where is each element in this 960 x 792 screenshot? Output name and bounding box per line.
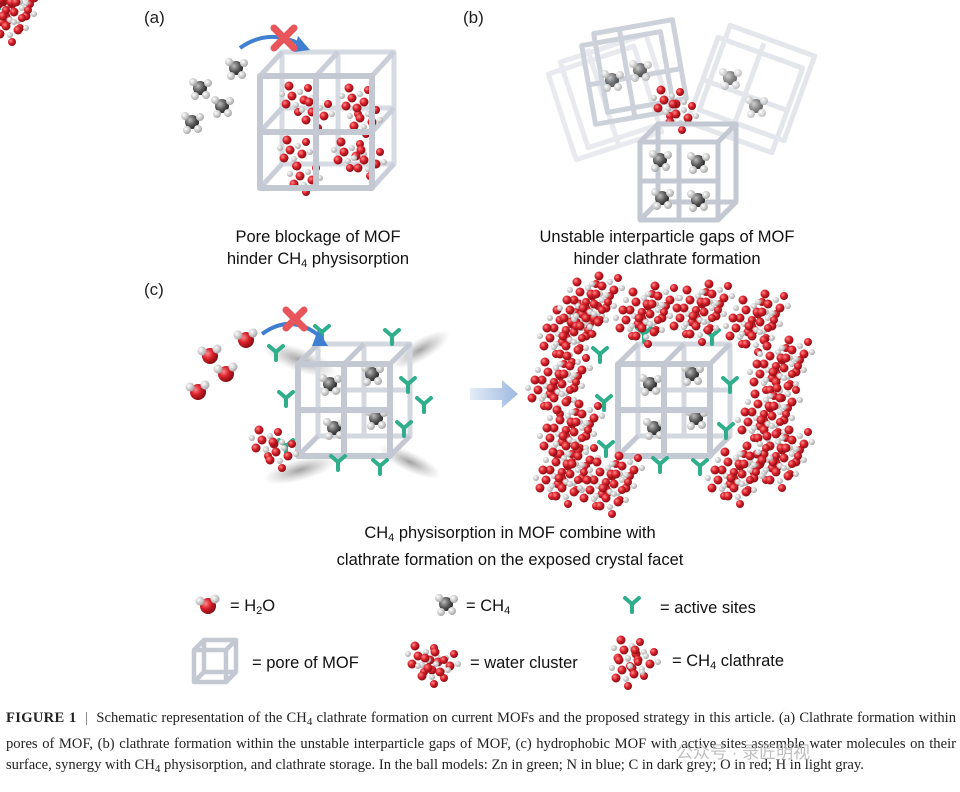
schematic-illustration	[0, 0, 960, 700]
legend-water-cluster-label: = water cluster	[470, 654, 578, 673]
transition-arrow	[470, 380, 518, 408]
panel-a-caption-line1: Pore blockage of MOF	[188, 226, 448, 248]
panel-c-caption: CH4 physisorption in MOF combine with cl…	[300, 522, 720, 571]
legend-pore-icon	[194, 640, 236, 682]
panel-c-caption-line2: clathrate formation on the exposed cryst…	[300, 549, 720, 571]
mof-cube-c-right	[618, 344, 730, 456]
legend-active-site-icon	[625, 598, 639, 612]
watermark: 公众号 · 录匠明视	[676, 738, 810, 763]
legend-clathrate-icon	[609, 636, 661, 691]
panel-b-caption: Unstable interparticle gaps of MOF hinde…	[512, 226, 822, 270]
legend-clathrate-label: = CH4 clathrate	[672, 652, 784, 672]
legend-water-cluster-icon	[405, 642, 461, 689]
panel-c-caption-line1: CH4 physisorption in MOF combine with	[300, 522, 720, 549]
legend-water-icon	[196, 595, 220, 615]
panel-a-caption-line2: hinder CH4 physisorption	[188, 248, 448, 275]
legend-methane-icon	[435, 594, 458, 616]
figure-caption: FIGURE 1 | Schematic representation of t…	[6, 708, 956, 781]
panel-b-caption-line2: hinder clathrate formation	[512, 248, 822, 270]
legend-active-sites-label: = active sites	[660, 599, 756, 618]
legend-water-label: = H2O	[230, 597, 275, 617]
legend-pore-label: = pore of MOF	[252, 654, 359, 673]
panel-a-caption: Pore blockage of MOF hinder CH4 physisor…	[188, 226, 448, 275]
figure-label: FIGURE 1	[6, 710, 77, 726]
panel-b-caption-line1: Unstable interparticle gaps of MOF	[512, 226, 822, 248]
legend-methane-label: = CH4	[466, 597, 510, 617]
